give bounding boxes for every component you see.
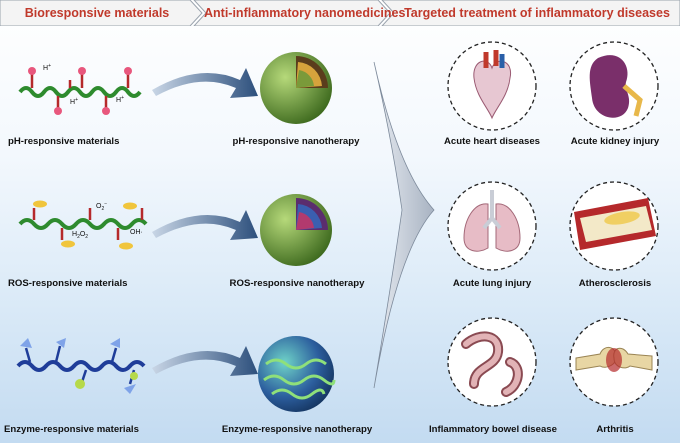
arrow-materials-to-therapy-1: [150, 62, 260, 106]
label-ros-nanotherapy: ROS-responsive nanotherapy: [229, 278, 365, 289]
h-ion-charge: +: [48, 63, 51, 69]
o2-subscript: 2: [101, 206, 104, 212]
svg-text:H+: H+: [70, 97, 78, 106]
h2o2-sub-1: 2: [77, 234, 80, 240]
arrow-materials-to-therapy-3: [150, 340, 260, 384]
label-atherosclerosis: Atherosclerosis: [578, 278, 652, 289]
h-ion-label-2: H: [70, 99, 75, 106]
enzyme-nanoparticle-sphere: [256, 334, 336, 414]
converging-arrowhead: [372, 60, 442, 390]
arthritis-illustration: [566, 314, 662, 410]
h-ion-charge-3: +: [121, 95, 124, 101]
header-targeted-treatment: Targeted treatment of inflammatory disea…: [404, 6, 670, 20]
heart-illustration: [444, 38, 540, 134]
h2o2-o: O: [80, 231, 86, 238]
ph-nanoparticle-sphere: [258, 50, 334, 126]
ros-nanoparticle-sphere: [258, 192, 334, 268]
bowel-illustration: [444, 314, 540, 410]
label-acute-kidney-injury: Acute kidney injury: [570, 136, 660, 147]
arrow-materials-to-therapy-2: [150, 204, 260, 248]
ros-polymer-illustration: O2− H2O2 OH·: [18, 196, 158, 262]
kidney-illustration: [566, 38, 662, 134]
label-inflammatory-bowel-disease: Inflammatory bowel disease: [429, 424, 557, 435]
h-ion-charge-2: +: [75, 97, 78, 103]
svg-text:O2−: O2−: [96, 201, 107, 212]
label-ph-materials: pH-responsive materials: [8, 136, 120, 147]
atherosclerosis-illustration: [566, 178, 662, 274]
svg-text:H2O2: H2O2: [72, 231, 88, 240]
svg-text:H+: H+: [116, 95, 124, 104]
h2o2-sub-2: 2: [85, 234, 88, 240]
label-enzyme-materials: Enzyme-responsive materials: [4, 424, 139, 435]
o2-superscript: −: [104, 201, 107, 207]
o2-label: O: [96, 203, 102, 210]
oh-radical-label: OH·: [130, 229, 143, 236]
label-ros-materials: ROS-responsive materials: [8, 278, 128, 289]
label-acute-heart-diseases: Acute heart diseases: [444, 136, 540, 147]
enzyme-polymer-illustration: [16, 336, 146, 398]
svg-text:H+: H+: [43, 63, 51, 72]
h-ion-label-3: H: [116, 97, 121, 104]
ph-polymer-illustration: H+ H+ H+: [18, 58, 148, 120]
header-banner: [0, 0, 680, 26]
banner-chevrons: [0, 0, 680, 26]
label-ph-nanotherapy: pH-responsive nanotherapy: [232, 136, 360, 147]
lung-illustration: [444, 178, 540, 274]
label-enzyme-nanotherapy: Enzyme-responsive nanotherapy: [221, 424, 373, 435]
h-ion-label: H: [43, 65, 48, 72]
h2o2-h: H: [72, 231, 77, 238]
label-arthritis: Arthritis: [596, 424, 634, 435]
header-bioresponsive-materials: Bioresponsive materials: [24, 6, 170, 20]
header-anti-inflammatory-nanomedicines: Anti-inflammatory nanomedicines: [204, 6, 406, 20]
label-acute-lung-injury: Acute lung injury: [452, 278, 532, 289]
